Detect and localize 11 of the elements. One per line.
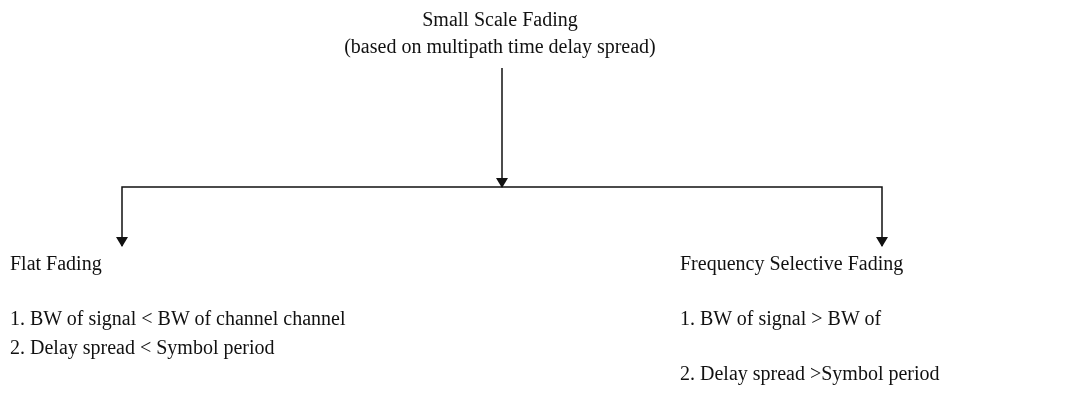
list-item-text: 2. Delay spread >Symbol period bbox=[680, 361, 941, 387]
title-text: Small Scale Fading bbox=[421, 7, 579, 33]
connector-line bbox=[501, 186, 888, 247]
arrow bbox=[496, 67, 508, 188]
heading-text: Frequency Selective Fading bbox=[680, 251, 905, 277]
list-item-text: 1. BW of signal < BW of channel channel bbox=[10, 306, 347, 332]
connector-line bbox=[116, 186, 503, 247]
heading-text: Flat Fading bbox=[10, 251, 103, 277]
list-item-text: 2. Delay spread < Symbol period bbox=[10, 335, 276, 361]
subtitle-text: (based on multipath time delay spread) bbox=[343, 34, 657, 60]
list-item-text: 1. BW of signal > BW of bbox=[680, 306, 883, 332]
